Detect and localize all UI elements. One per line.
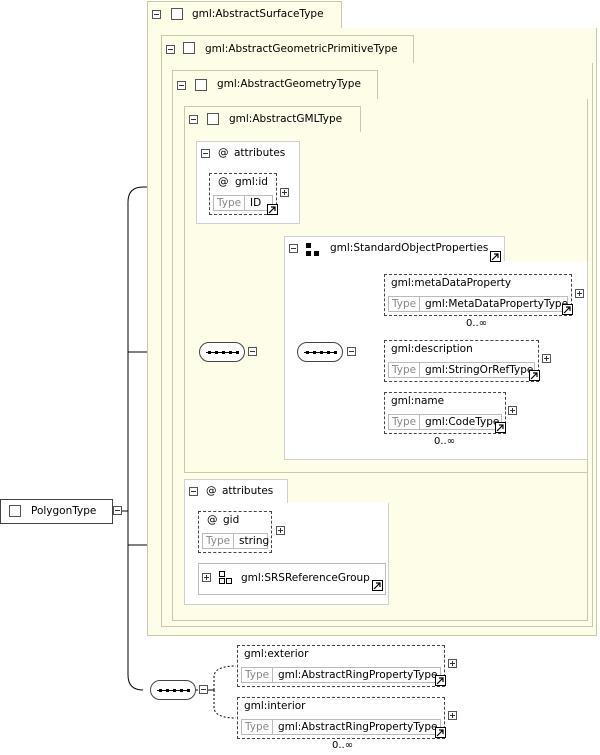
collapse-toggle[interactable] [289, 244, 298, 253]
gml-type-title: gml:AbstractGMLType [229, 113, 343, 125]
collapse-toggle[interactable] [166, 45, 175, 54]
collapse-toggle[interactable] [189, 115, 198, 124]
gml-type-tab [184, 106, 361, 133]
expand-toggle[interactable] [280, 188, 289, 197]
attributes-header: attributes [222, 485, 274, 497]
jump-to-type-icon[interactable] [435, 675, 446, 686]
collapse-toggle[interactable] [347, 347, 356, 356]
complex-type-icon [9, 505, 21, 517]
jump-to-type-icon[interactable] [267, 204, 278, 215]
collapse-toggle[interactable] [248, 347, 257, 356]
collapse-toggle[interactable] [189, 487, 198, 496]
attributes-header: attributes [234, 147, 286, 159]
type-label: Type [389, 363, 421, 377]
collapse-toggle[interactable] [113, 506, 122, 515]
type-label: Type [242, 668, 274, 682]
attribute-group-icon [219, 571, 232, 584]
type-label: Type [203, 534, 235, 548]
standard-object-properties-tab [284, 236, 505, 262]
jump-to-type-icon[interactable] [529, 370, 540, 381]
sequence-compositor[interactable] [297, 342, 343, 362]
expand-toggle[interactable] [448, 711, 457, 720]
surface-type-title: gml:AbstractSurfaceType [192, 8, 324, 20]
jump-to-group-icon[interactable] [490, 251, 501, 262]
type-label: Type [214, 196, 246, 210]
complex-type-icon [171, 8, 183, 20]
occurrence-label: 0..∞ [466, 318, 488, 329]
element-exterior[interactable]: gml:exterior Type gml:AbstractRingProper… [237, 645, 445, 687]
complex-type-icon [183, 42, 195, 54]
expand-toggle[interactable] [202, 573, 211, 582]
type-value: ID [250, 197, 262, 209]
element-name: gml:description [391, 343, 473, 355]
attribute-at-sign: @ [218, 176, 229, 188]
jump-to-group-icon[interactable] [372, 580, 383, 591]
type-value: gml:CodeType [425, 416, 500, 428]
collapse-toggle[interactable] [201, 149, 210, 158]
attribute-at-sign: @ [218, 147, 229, 159]
geometry-title: gml:AbstractGeometryType [217, 78, 361, 90]
attributes-tab [196, 141, 300, 167]
element-name: gml:metaDataProperty [391, 277, 512, 289]
jump-to-type-icon[interactable] [495, 422, 506, 433]
collapse-toggle[interactable] [152, 10, 161, 19]
jump-to-type-icon[interactable] [435, 727, 446, 738]
sequence-compositor[interactable] [199, 342, 245, 362]
occurrence-label: 0..∞ [434, 436, 456, 447]
type-label: Type [389, 297, 421, 311]
expand-toggle[interactable] [448, 659, 457, 668]
type-label: Type [242, 720, 274, 734]
element-interior[interactable]: gml:interior Type gml:AbstractRingProper… [237, 697, 445, 739]
geometric-primitive-title: gml:AbstractGeometricPrimitiveType [205, 43, 398, 55]
root-type-label: PolygonType [31, 505, 97, 517]
attribute-gml-id[interactable]: @ gml:id Type ID [209, 173, 277, 215]
attribute-gid[interactable]: @ gid Type string [198, 511, 272, 553]
attribute-group-name: gml:SRSReferenceGroup [241, 572, 370, 584]
occurrence-label: 0..∞ [332, 740, 354, 751]
attribute-at-sign: @ [206, 485, 217, 497]
attribute-name: gid [223, 514, 240, 526]
attribute-at-sign: @ [207, 514, 218, 526]
expand-toggle[interactable] [508, 406, 517, 415]
element-name: gml:name [391, 395, 445, 407]
type-label: Type [389, 415, 421, 429]
collapse-toggle[interactable] [199, 685, 208, 694]
jump-to-type-icon[interactable] [562, 304, 573, 315]
type-value: gml:AbstractRingPropertyType [278, 669, 438, 681]
type-value: gml:StringOrRefType [425, 364, 534, 376]
element-name: gml:exterior [244, 648, 309, 660]
type-value: gml:MetaDataPropertyType [425, 298, 569, 310]
geometric-primitive-tab [161, 35, 414, 64]
group-icon [306, 243, 319, 256]
attributes-tab [184, 479, 288, 504]
element-metadata-property[interactable]: gml:metaDataProperty Type gml:MetaDataPr… [384, 274, 572, 316]
complex-type-icon [195, 79, 207, 91]
element-name-gml[interactable]: gml:name Type gml:CodeType [384, 392, 506, 434]
expand-toggle[interactable] [276, 526, 285, 535]
element-name: gml:interior [244, 700, 306, 712]
element-description[interactable]: gml:description Type gml:StringOrRefType [384, 340, 539, 382]
sequence-compositor[interactable] [150, 680, 196, 700]
expand-toggle[interactable] [575, 289, 584, 298]
attribute-name: gml:id [235, 176, 268, 188]
collapse-toggle[interactable] [177, 81, 186, 90]
type-value: string [239, 535, 270, 547]
type-value: gml:AbstractRingPropertyType [278, 721, 438, 733]
group-title: gml:StandardObjectProperties [330, 242, 489, 254]
complex-type-icon [207, 113, 219, 125]
expand-toggle[interactable] [542, 354, 551, 363]
